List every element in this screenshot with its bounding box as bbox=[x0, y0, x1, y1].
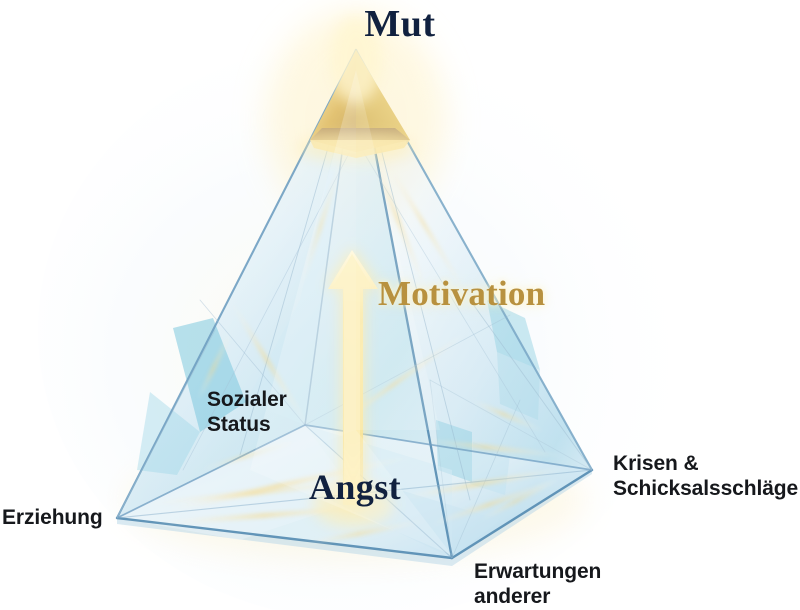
motivation-arrow-shape bbox=[313, 247, 393, 527]
motivation-label: Motivation bbox=[378, 274, 546, 313]
corner-label-krisen: Krisen & Schicksalsschläge bbox=[613, 452, 799, 500]
base-label-angst: Angst bbox=[308, 467, 402, 507]
corner-label-erziehung: Erziehung bbox=[2, 506, 103, 529]
corner-label-sozialer-status: Sozialer Status bbox=[207, 388, 287, 436]
apex-label-mut: Mut bbox=[364, 3, 436, 45]
corner-label-erwartungen: Erwartungen anderer bbox=[474, 560, 602, 608]
